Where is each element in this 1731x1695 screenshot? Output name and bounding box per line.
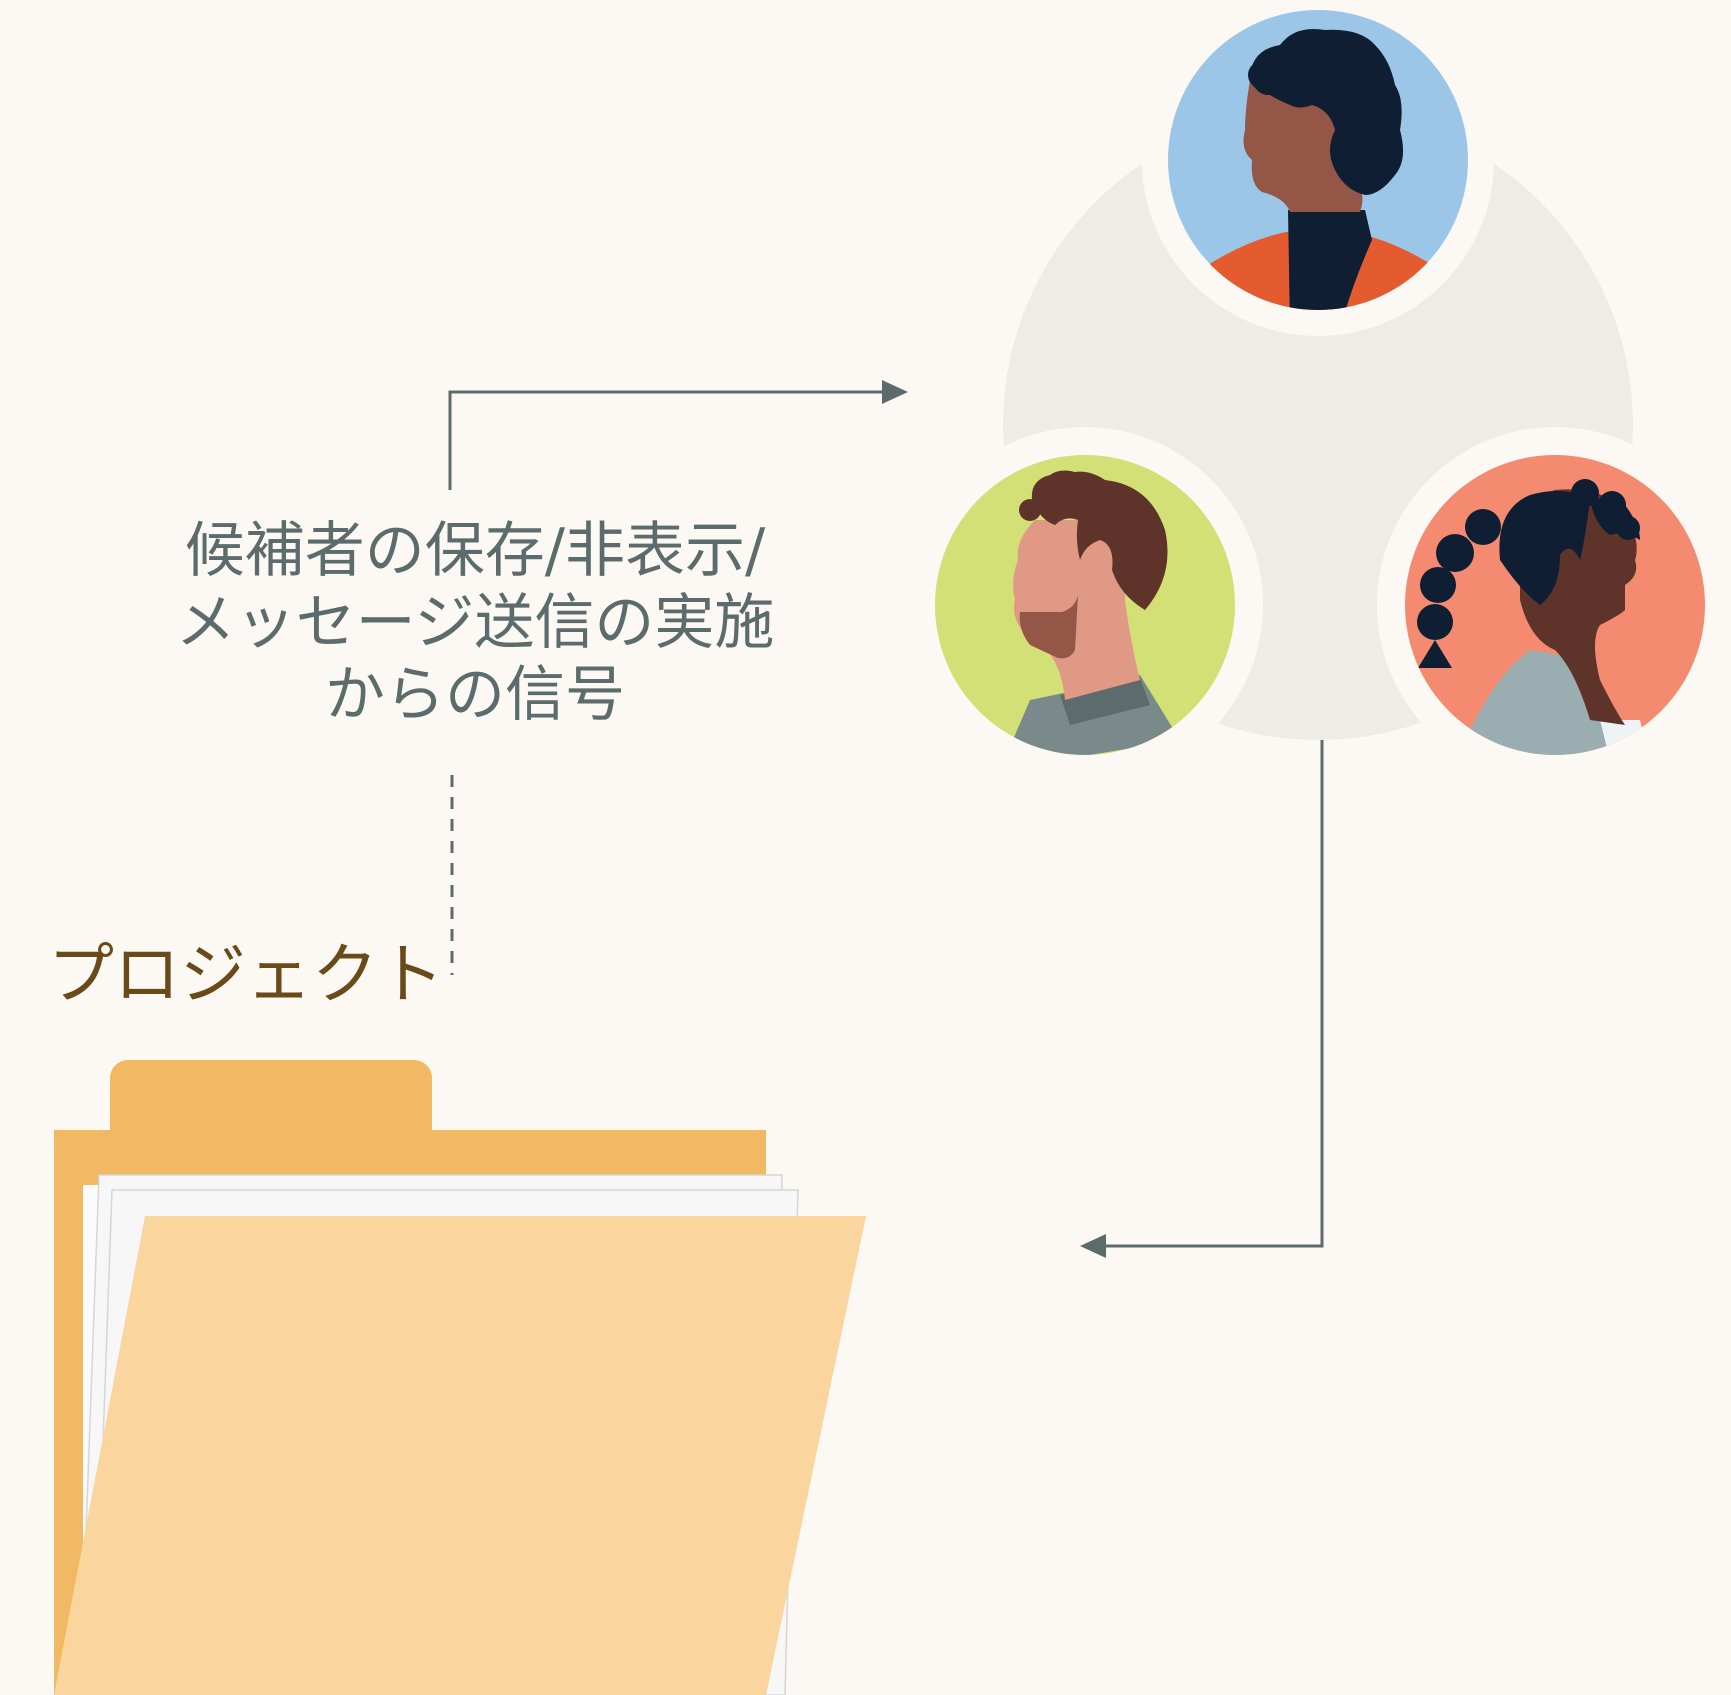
signal-label: 候補者の保存/非表示/ メッセージ送信の実施 からの信号 (150, 515, 800, 731)
signal-label-line-1: 候補者の保存/非表示/ (184, 516, 766, 586)
project-label: プロジェクト (48, 936, 444, 1013)
signal-label-line-2: メッセージ送信の実施 (175, 588, 775, 658)
person-avatar-right-icon (1377, 427, 1731, 783)
arrow-left-icon (1080, 740, 1324, 1258)
person-avatar-top-icon (1142, 0, 1494, 336)
person-avatar-left-icon (907, 427, 1263, 783)
arrow-right-icon (448, 380, 908, 490)
signal-label-line-3: からの信号 (325, 660, 625, 730)
folder-icon (54, 1060, 866, 1695)
